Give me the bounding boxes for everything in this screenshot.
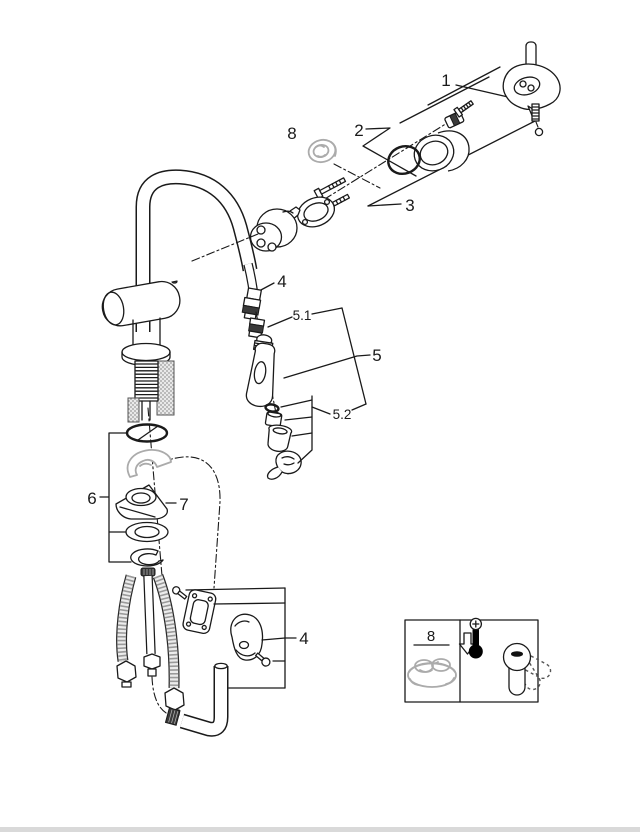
hose-weight — [230, 613, 264, 661]
part-1-lever-handle-drawing — [444, 41, 561, 137]
callout-7: 7 — [179, 495, 188, 514]
callout-8-inset: 8 — [427, 628, 435, 645]
cartridge-body — [249, 206, 301, 252]
threaded-shank — [127, 360, 175, 423]
part-7-bracket — [115, 484, 168, 520]
callout-4-hose: 4 — [277, 272, 286, 291]
page-footer-rule — [0, 827, 640, 832]
callout-5: 5 — [372, 346, 381, 365]
outlet-tube — [164, 662, 229, 737]
hose-connector — [241, 287, 262, 321]
part-4-hose-end-drawing — [241, 282, 275, 321]
base-washer — [125, 521, 169, 543]
callout-2: 2 — [354, 121, 363, 140]
bracket-6 — [99, 432, 132, 563]
handle-roll-pin — [531, 103, 540, 122]
left-hose-nut — [116, 660, 137, 688]
part-5-spray-head-drawing — [245, 307, 371, 480]
callout-1: 1 — [441, 71, 450, 90]
callout-5-2: 5.2 — [333, 407, 352, 422]
handle-body — [502, 63, 561, 111]
callout-3: 3 — [405, 196, 414, 215]
cap-o-ring — [387, 144, 421, 176]
callout-8: 8 — [287, 124, 296, 143]
flange-screw-1 — [313, 177, 347, 200]
cartridge-flange — [296, 196, 336, 228]
handle-plug-ball — [534, 127, 544, 137]
spray-head-body — [245, 334, 276, 408]
callout-4-weight: 4 — [299, 629, 308, 648]
faucet-body-drawing — [101, 169, 260, 423]
part-2-cap-and-oring-drawing — [387, 130, 470, 176]
callout-labels: 1 2 3 8 4 5.1 5 5.2 6 7 4 8 — [87, 71, 450, 648]
part-8-temperature-limiter-drawing — [307, 138, 337, 164]
lower-hoses-and-weight-drawing — [116, 574, 297, 737]
coupling-5-1 — [248, 317, 266, 339]
mixer-body — [101, 280, 181, 327]
handle-screw — [453, 100, 474, 118]
bracket-5-2 — [280, 395, 367, 464]
guide-screw-top — [172, 586, 188, 600]
body-index-dot — [171, 280, 178, 284]
escutcheon — [121, 342, 171, 362]
callout-6: 6 — [87, 489, 96, 508]
hose-guide-plate — [172, 586, 217, 634]
weight-screw-bottom — [255, 652, 271, 667]
part-3-cartridge-drawing — [249, 177, 351, 252]
inset-limiter-drawing — [407, 658, 457, 688]
inset-lever-handle-icon — [502, 642, 552, 696]
inset-thermometer-icon — [468, 617, 483, 659]
ghost-stabilizer-plate — [126, 449, 172, 478]
aerator-parts-5-2 — [264, 403, 302, 480]
mounting-clip — [130, 548, 164, 577]
callout-5-1: 5.1 — [293, 308, 312, 323]
part-6-7-mounting-drawing — [99, 407, 221, 589]
inset-temperature-limiter-box — [404, 617, 552, 703]
bracket-4 — [185, 587, 297, 689]
spray-cap — [266, 450, 302, 480]
middle-hose-connector — [143, 653, 161, 677]
